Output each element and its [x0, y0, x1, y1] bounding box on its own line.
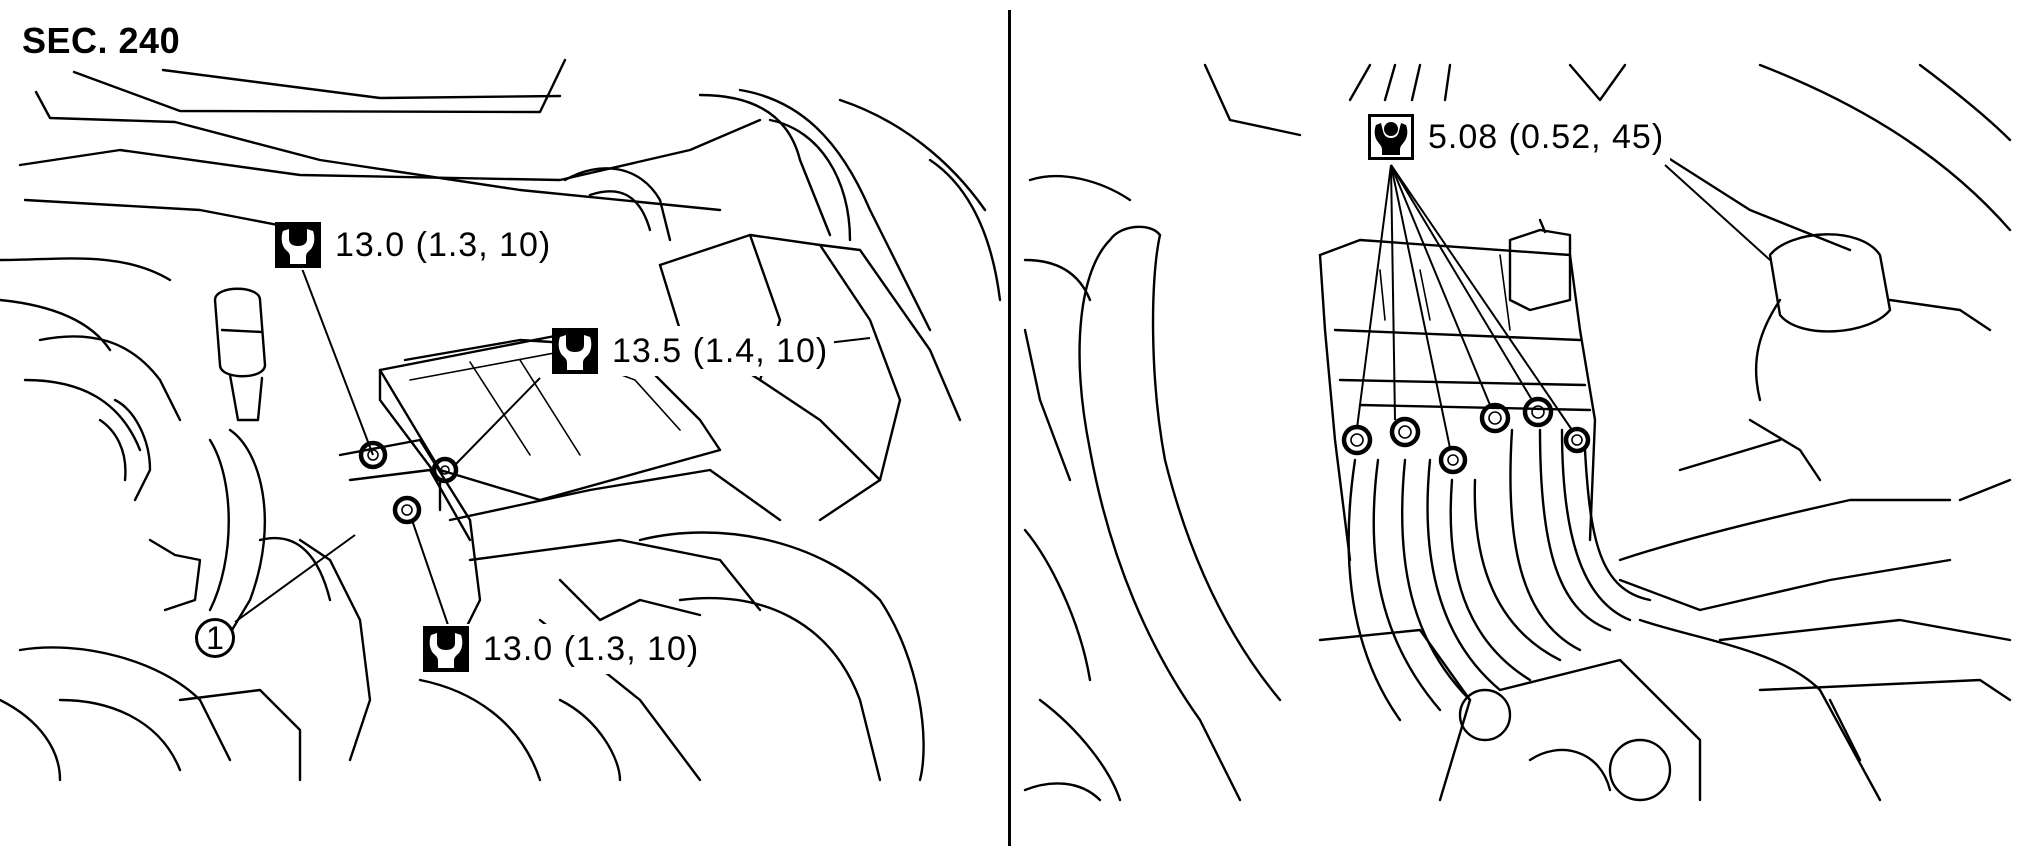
torque-spec-upper: 13.0 (1.3, 10) [275, 220, 558, 270]
leader-line-lower [411, 519, 449, 626]
torque-spec-lower: 13.0 (1.3, 10) [423, 624, 706, 674]
torque-value-lower: 13.0 (1.3, 10) [483, 629, 700, 668]
terminal-nut-3 [1438, 445, 1468, 475]
leader-line-middle [454, 377, 541, 466]
left-panel-drawing [0, 58, 1002, 782]
wrench-icon [275, 222, 321, 268]
bolt-lower [392, 495, 422, 525]
terminal-nut-4 [1479, 402, 1511, 434]
terminal-nut-5 [1522, 396, 1554, 428]
terminal-nut-6 [1563, 426, 1591, 454]
torque-value-upper: 13.0 (1.3, 10) [335, 225, 552, 264]
leader-lines-terminal-nuts [1356, 164, 1573, 449]
terminal-nut-2 [1389, 416, 1421, 448]
torque-value-terminal-nuts: 5.08 (0.52, 45) [1428, 117, 1665, 156]
wrench-icon [552, 328, 598, 374]
bolt-middle [431, 456, 459, 484]
wrench-icon [423, 626, 469, 672]
nut-tightening-icon [1368, 114, 1414, 160]
torque-spec-terminal-nuts: 5.08 (0.52, 45) [1368, 112, 1671, 162]
panel-divider [1008, 10, 1011, 846]
terminal-nut-1 [1341, 424, 1373, 456]
leader-line-reservoir [1664, 164, 1771, 261]
callout-1: 1 [195, 618, 235, 658]
leader-line-callout-1 [234, 534, 356, 623]
section-label: SEC. 240 [22, 20, 181, 61]
torque-spec-middle: 13.5 (1.4, 10) [552, 326, 835, 376]
right-panel-drawing [1023, 63, 2012, 802]
torque-value-middle: 13.5 (1.4, 10) [612, 331, 829, 370]
bolt-upper [358, 440, 388, 470]
leader-line-upper [297, 257, 374, 456]
